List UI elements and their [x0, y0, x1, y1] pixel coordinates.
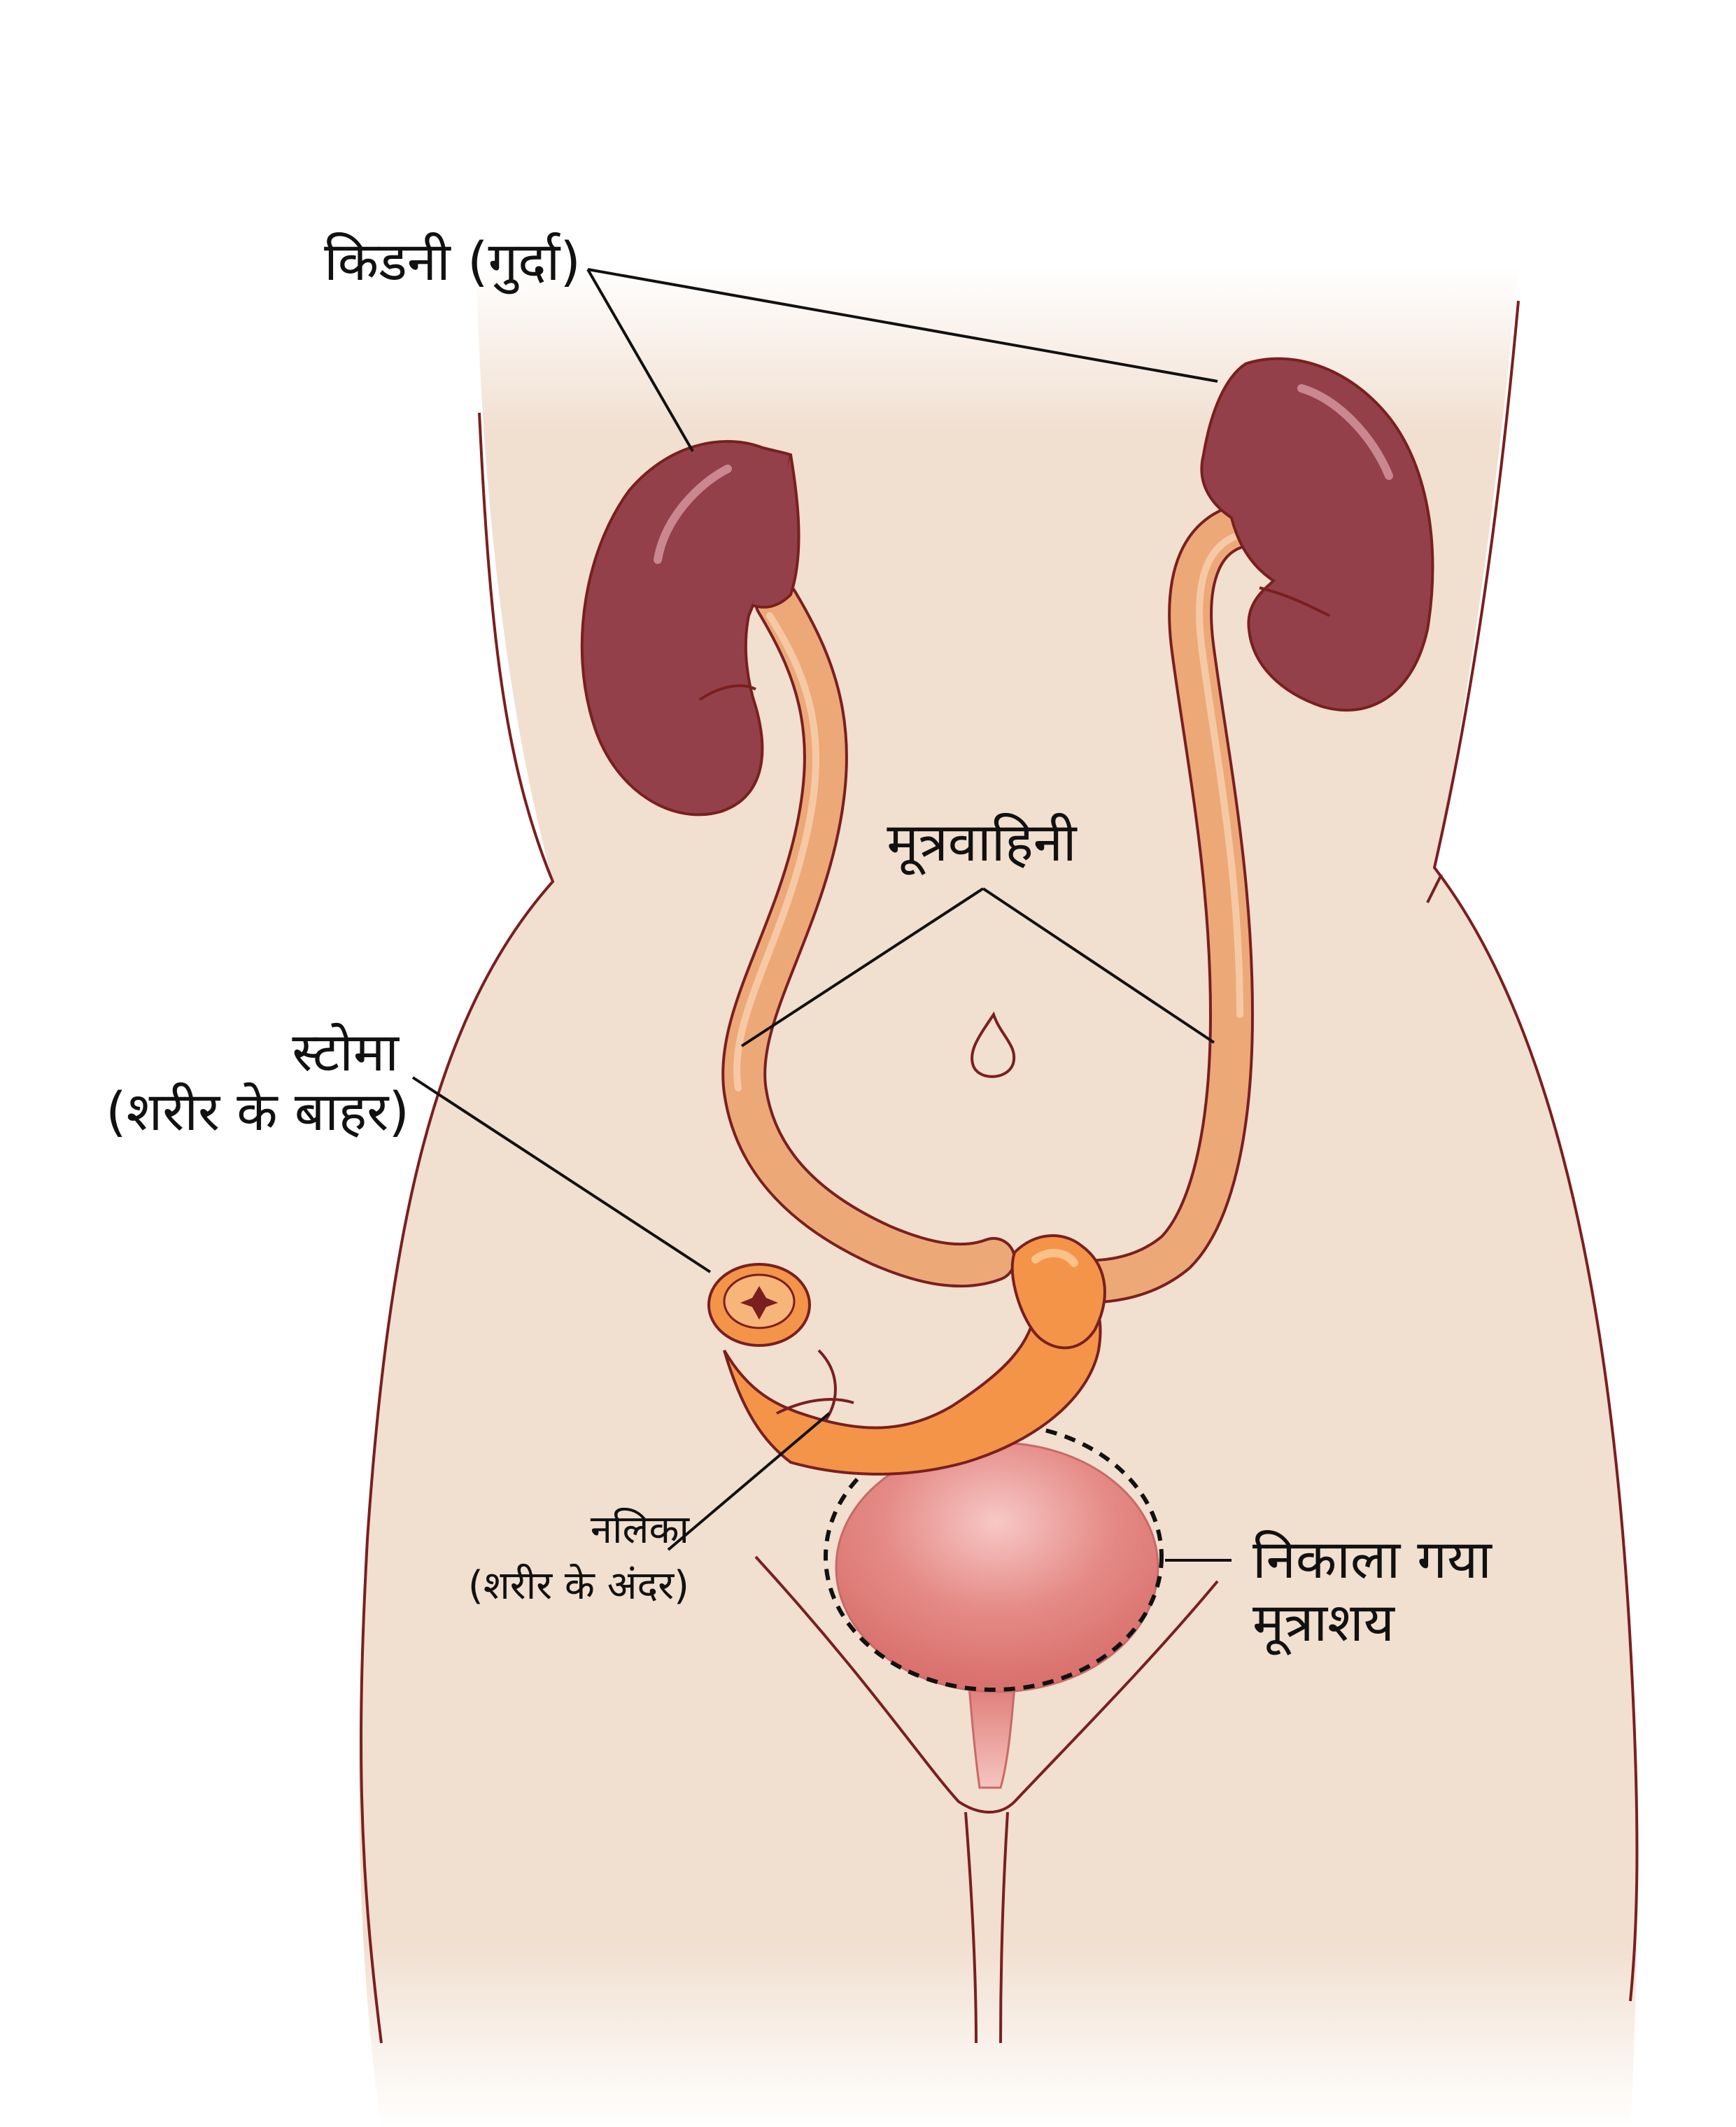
torso [359, 266, 1637, 2127]
torso-contour [360, 300, 1639, 2044]
leader-lines [411, 268, 1232, 1562]
kidney-left [580, 439, 800, 817]
stoma-sublabel: (शरीर के बाहर) [106, 1080, 409, 1143]
conduit-sublabel: (शरीर के अंदर) [468, 1563, 689, 1609]
kidney-right [1200, 357, 1434, 712]
bladder-sublabel: मूत्राशय [1252, 1591, 1396, 1655]
kidney-label: किडनी (गुर्दा) [324, 230, 581, 295]
navel [971, 1011, 1016, 1078]
conduit-label: नलिका [591, 1507, 691, 1553]
removed-bladder [824, 1422, 1164, 1789]
groin-lines [754, 1555, 1219, 2044]
ureter-label: मूत्रवाहिनी [887, 811, 1078, 875]
stoma [707, 1263, 811, 1347]
bladder-label: निकाला गया [1252, 1528, 1492, 1590]
stoma-label: स्टोमा [292, 1021, 400, 1083]
ileal-conduit [723, 1234, 1106, 1476]
